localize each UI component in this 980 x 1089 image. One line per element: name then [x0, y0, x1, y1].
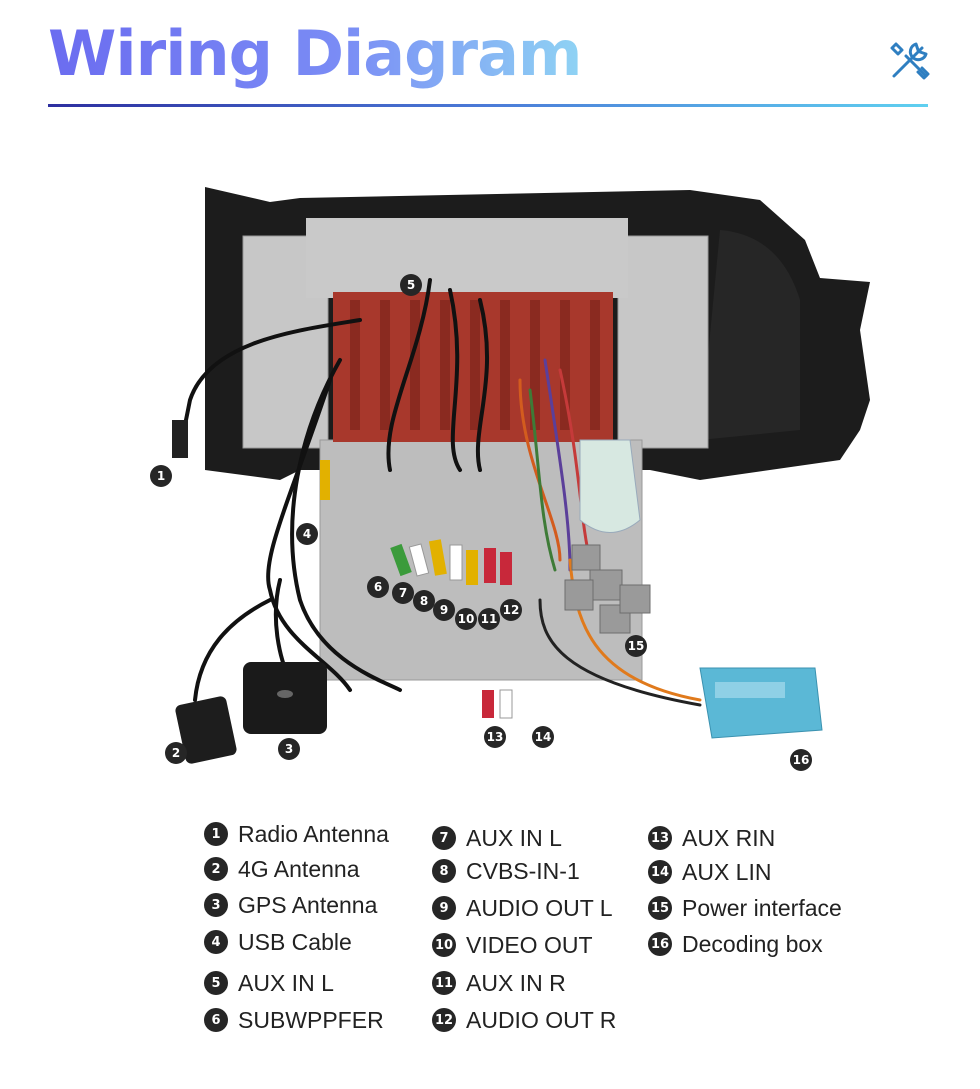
legend-item: 8 CVBS-IN-1 [432, 855, 580, 887]
callout-16: 16 [790, 749, 812, 771]
legend-label: AUX LIN [682, 858, 772, 885]
callout-2: 2 [165, 742, 187, 764]
legend-number: 16 [648, 932, 672, 956]
top-plate [306, 218, 628, 298]
legend-item: 5 AUX IN L [204, 967, 334, 999]
legend-label: GPS Antenna [238, 891, 378, 918]
legend-number: 8 [432, 859, 456, 883]
title-underline [48, 104, 928, 107]
legend-item: 15 Power interface [648, 892, 842, 924]
legend-item: 10 VIDEO OUT [432, 929, 593, 961]
legend-label: CVBS-IN-1 [466, 857, 580, 884]
left-bracket [242, 235, 329, 449]
callout-9: 9 [433, 599, 455, 621]
legend-item: 13 AUX RIN [648, 822, 775, 854]
legend-number: 15 [648, 896, 672, 920]
callout-11: 11 [478, 608, 500, 630]
right-bracket [617, 235, 709, 449]
legend-item: 7 AUX IN L [432, 822, 562, 854]
legend-item: 9 AUDIO OUT L [432, 892, 613, 924]
legend-item: 12 AUDIO OUT R [432, 1004, 616, 1036]
callout-12: 12 [500, 599, 522, 621]
legend-number: 11 [432, 971, 456, 995]
legend-number: 9 [432, 896, 456, 920]
legend-label: SUBWPPFER [238, 1006, 384, 1033]
callout-5: 5 [400, 274, 422, 296]
legend-number: 7 [432, 826, 456, 850]
lower-plate [319, 439, 643, 681]
callout-1: 1 [150, 465, 172, 487]
legend-item: 16 Decoding box [648, 928, 823, 960]
legend-number: 13 [648, 826, 672, 850]
legend-label: AUX IN L [466, 824, 562, 851]
legend-label: AUX RIN [682, 824, 776, 851]
legend-number: 14 [648, 860, 672, 884]
legend-item: 11 AUX IN R [432, 967, 566, 999]
callout-15: 15 [625, 635, 647, 657]
decoding-box-body [699, 667, 823, 739]
callout-13: 13 [484, 726, 506, 748]
legend-item: 1 Radio Antenna [204, 818, 389, 850]
legend-label: AUX IN L [238, 969, 334, 996]
legend-number: 6 [204, 1008, 228, 1032]
legend-label: Power interface [682, 894, 842, 921]
gps-antenna-body [243, 662, 327, 734]
legend-item: 2 4G Antenna [204, 853, 360, 885]
circuit-board [333, 292, 613, 442]
tools-icon [890, 42, 930, 80]
legend-label: AUX IN R [466, 969, 566, 996]
legend-label: Radio Antenna [238, 820, 389, 847]
dash-frame [205, 187, 870, 480]
legend-number: 3 [204, 893, 228, 917]
legend-number: 4 [204, 930, 228, 954]
legend-label: USB Cable [238, 928, 352, 955]
frame-notch [700, 230, 800, 440]
legend-number: 12 [432, 1008, 456, 1032]
legend-item: 3 GPS Antenna [204, 889, 377, 921]
legend-label: 4G Antenna [238, 855, 360, 882]
legend-label: AUDIO OUT L [466, 894, 613, 921]
legend-number: 10 [432, 933, 456, 957]
callout-7: 7 [392, 582, 414, 604]
callout-4: 4 [296, 523, 318, 545]
page-title: Wiring Diagram [48, 12, 583, 96]
callout-6: 6 [367, 576, 389, 598]
callout-10: 10 [455, 608, 477, 630]
legend-item: 4 USB Cable [204, 926, 352, 958]
callout-8: 8 [413, 590, 435, 612]
callout-3: 3 [278, 738, 300, 760]
legend-label: Decoding box [682, 930, 823, 957]
legend-number: 2 [204, 857, 228, 881]
legend-label: AUDIO OUT R [466, 1006, 617, 1033]
callout-14: 14 [532, 726, 554, 748]
legend-number: 5 [204, 971, 228, 995]
legend-item: 14 AUX LIN [648, 856, 771, 888]
legend-item: 6 SUBWPPFER [204, 1004, 384, 1036]
legend-number: 1 [204, 822, 228, 846]
legend-label: VIDEO OUT [466, 931, 593, 958]
